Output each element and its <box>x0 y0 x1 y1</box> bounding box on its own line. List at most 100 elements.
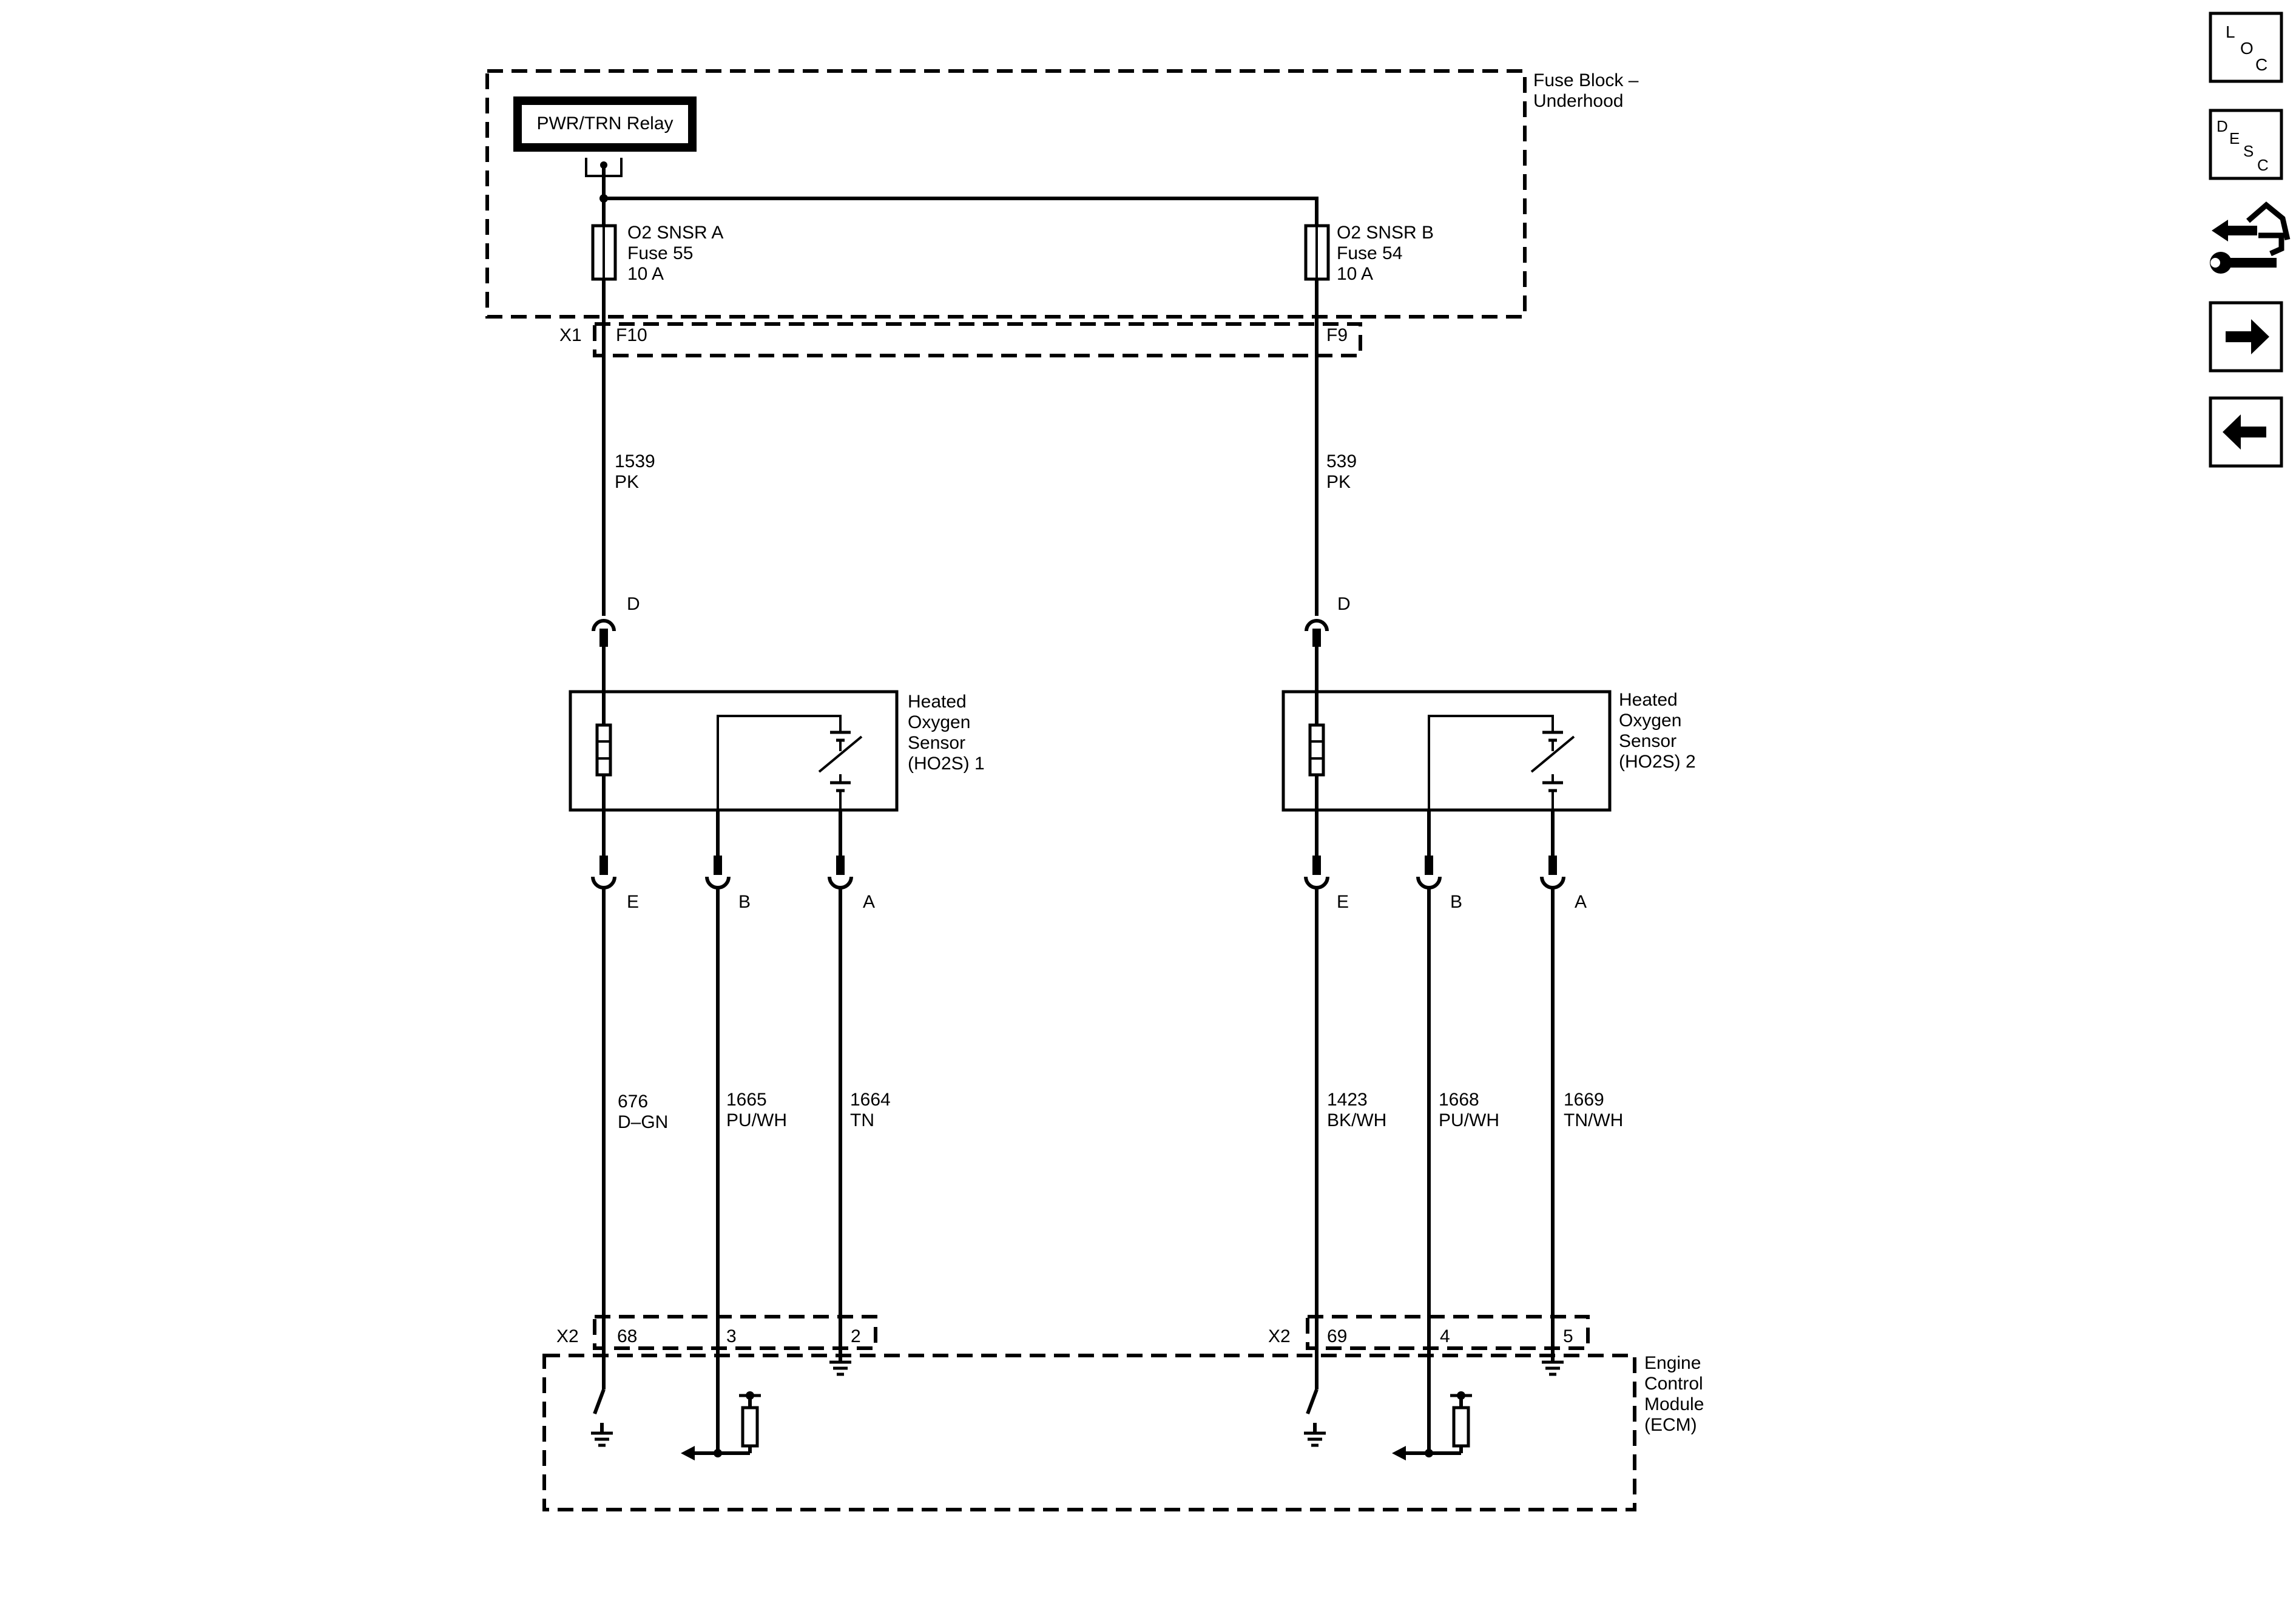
sensor-1-pin-e: E <box>627 892 639 912</box>
arrow-left-icon <box>2223 414 2266 450</box>
sensor-1-label-1: Heated <box>908 692 967 712</box>
sensor-2-label-1: Heated <box>1619 690 1678 710</box>
bus-wire <box>604 197 1319 226</box>
bias-resistor-1 <box>741 1406 759 1448</box>
wire-1423-color: BK/WH <box>1327 1110 1386 1130</box>
nav-panel: L O C D E S C <box>2209 12 2291 468</box>
signal-arrow-2 <box>1392 1446 1406 1460</box>
wire-a-circuit: 1539 <box>615 451 655 471</box>
ecm-pin-2: 2 <box>851 1326 861 1346</box>
wire-676-circuit: 676 <box>618 1092 648 1112</box>
sensor-1-label-3: Sensor <box>908 733 965 753</box>
wire-1669-circuit: 1669 <box>1564 1090 1604 1110</box>
wire-1668-circuit: 1668 <box>1439 1090 1479 1110</box>
sensor-2-bottom-connectors: E B A <box>1304 810 1587 912</box>
ecm-label-3: Module <box>1644 1394 1704 1414</box>
ecm-label-4: (ECM) <box>1644 1415 1697 1435</box>
sensor-2-wires: 1423 BK/WH 1668 PU/WH 1669 TN/WH <box>1315 888 1623 1453</box>
fuse-block-outline <box>485 69 1527 319</box>
ecm-outline <box>542 1354 1636 1511</box>
wire-a-color: PK <box>615 472 639 492</box>
wire-1668-color: PU/WH <box>1439 1110 1499 1130</box>
description-button[interactable]: D E S C <box>2209 109 2283 180</box>
pin-d-2: D <box>1337 594 1351 614</box>
sensor-1-signal-loop <box>717 715 842 810</box>
pin-f9: F9 <box>1326 325 1348 345</box>
fuse-a-name: O2 SNSR A <box>627 223 723 243</box>
fuse-b-name: O2 SNSR B <box>1337 223 1434 243</box>
connector-x2-1-outline <box>593 1315 877 1350</box>
wire-1664-color: TN <box>850 1110 874 1130</box>
fuse-block-title-2: Underhood <box>1533 91 1623 111</box>
connector-x1-outline <box>593 322 1362 357</box>
connector-x1: X1 F10 F9 <box>559 322 1362 357</box>
sensor-1-pin-a: A <box>863 892 875 912</box>
desc-letter-2: E <box>2229 129 2240 147</box>
ecm-pin-3: 3 <box>726 1326 737 1346</box>
pin-f10: F10 <box>616 325 647 345</box>
heated-oxygen-sensor-1: Heated Oxygen Sensor (HO2S) 1 <box>569 690 985 812</box>
wire-1665-color: PU/WH <box>726 1110 787 1130</box>
sensor-1-outline <box>569 690 899 812</box>
wire-676-color: D–GN <box>618 1112 668 1132</box>
ecm-pin-69: 69 <box>1327 1326 1347 1346</box>
desc-letter-4: C <box>2257 156 2269 174</box>
connector-d-1: D <box>592 594 640 647</box>
fuse-a-rating: 10 A <box>627 264 664 284</box>
connector-x2-2: X2 69 4 5 <box>1268 1315 1590 1350</box>
wire-b-circuit: 539 <box>1326 451 1357 471</box>
heated-oxygen-sensor-2: Heated Oxygen Sensor (HO2S) 2 <box>1281 690 1696 812</box>
relay-label: PWR/TRN Relay <box>536 113 673 133</box>
sensor-1-label-4: (HO2S) 1 <box>908 754 985 774</box>
loc-letter-2: O <box>2240 39 2254 58</box>
wire-1423-circuit: 1423 <box>1327 1090 1368 1110</box>
sensor-1-variable-arrow <box>818 735 863 773</box>
sensor-2-outline <box>1281 690 1612 812</box>
wire-1669-color: TN/WH <box>1564 1110 1623 1130</box>
connector-x2-1: X2 68 3 2 <box>556 1315 877 1350</box>
sensor-1-wires: 676 D–GN 1665 PU/WH 1664 TN <box>602 888 891 1453</box>
ecm-pin-4: 4 <box>1440 1326 1450 1346</box>
sensor-2-variable-arrow <box>1530 735 1575 773</box>
arrow-right-icon <box>2226 319 2269 354</box>
sensor-1-pin-b: B <box>738 892 751 912</box>
sensor-1-heater <box>595 723 612 777</box>
pin-d-1: D <box>627 594 640 614</box>
loc-letter-1: L <box>2226 22 2235 41</box>
ecm-label-1: Engine <box>1644 1353 1701 1373</box>
sensor-2-pin-a: A <box>1575 892 1587 912</box>
connector-wrench-icon[interactable] <box>2210 201 2291 274</box>
connector-x2-2-outline <box>1306 1315 1590 1350</box>
sensor-2-heater <box>1308 723 1325 777</box>
sensor-2-label-2: Oxygen <box>1619 711 1681 731</box>
fuse-b-rating: 10 A <box>1337 264 1373 284</box>
wire-1665-circuit: 1665 <box>726 1090 767 1110</box>
connector-x1-label: X1 <box>559 325 582 345</box>
loc-letter-3: C <box>2255 55 2267 74</box>
ecm-circuit-sensor-1 <box>591 1360 851 1460</box>
sensor-2-label-3: Sensor <box>1619 731 1676 751</box>
next-arrow-button[interactable] <box>2209 301 2283 373</box>
sensor-1-label-2: Oxygen <box>908 712 970 732</box>
sensor-2-pin-e: E <box>1337 892 1349 912</box>
location-button[interactable]: L O C <box>2209 12 2283 83</box>
fuse-b-number: Fuse 54 <box>1337 243 1402 263</box>
ecm-pin-68: 68 <box>617 1326 637 1346</box>
low-side-driver-switch-2 <box>1306 1388 1319 1415</box>
pwr-trn-relay: PWR/TRN Relay <box>513 96 697 152</box>
desc-letter-1: D <box>2217 117 2228 135</box>
previous-arrow-button[interactable] <box>2209 396 2283 468</box>
fuse-a-number: Fuse 55 <box>627 243 693 263</box>
wire-b-color: PK <box>1326 472 1351 492</box>
connector-x2-1-label: X2 <box>556 1326 579 1346</box>
ecm-circuit-sensor-2 <box>1304 1360 1564 1460</box>
ecm-pin-5: 5 <box>1563 1326 1573 1346</box>
connector-x2-2-label: X2 <box>1268 1326 1291 1346</box>
bias-resistor-2 <box>1452 1406 1470 1448</box>
desc-letter-3: S <box>2243 142 2254 160</box>
wire-1664-circuit: 1664 <box>850 1090 891 1110</box>
sensor-2-label-4: (HO2S) 2 <box>1619 752 1696 772</box>
fuse-block-title-1: Fuse Block – <box>1533 70 1639 90</box>
fuse-block-underhood: Fuse Block – Underhood PWR/TRN Relay O2 … <box>485 69 1639 319</box>
